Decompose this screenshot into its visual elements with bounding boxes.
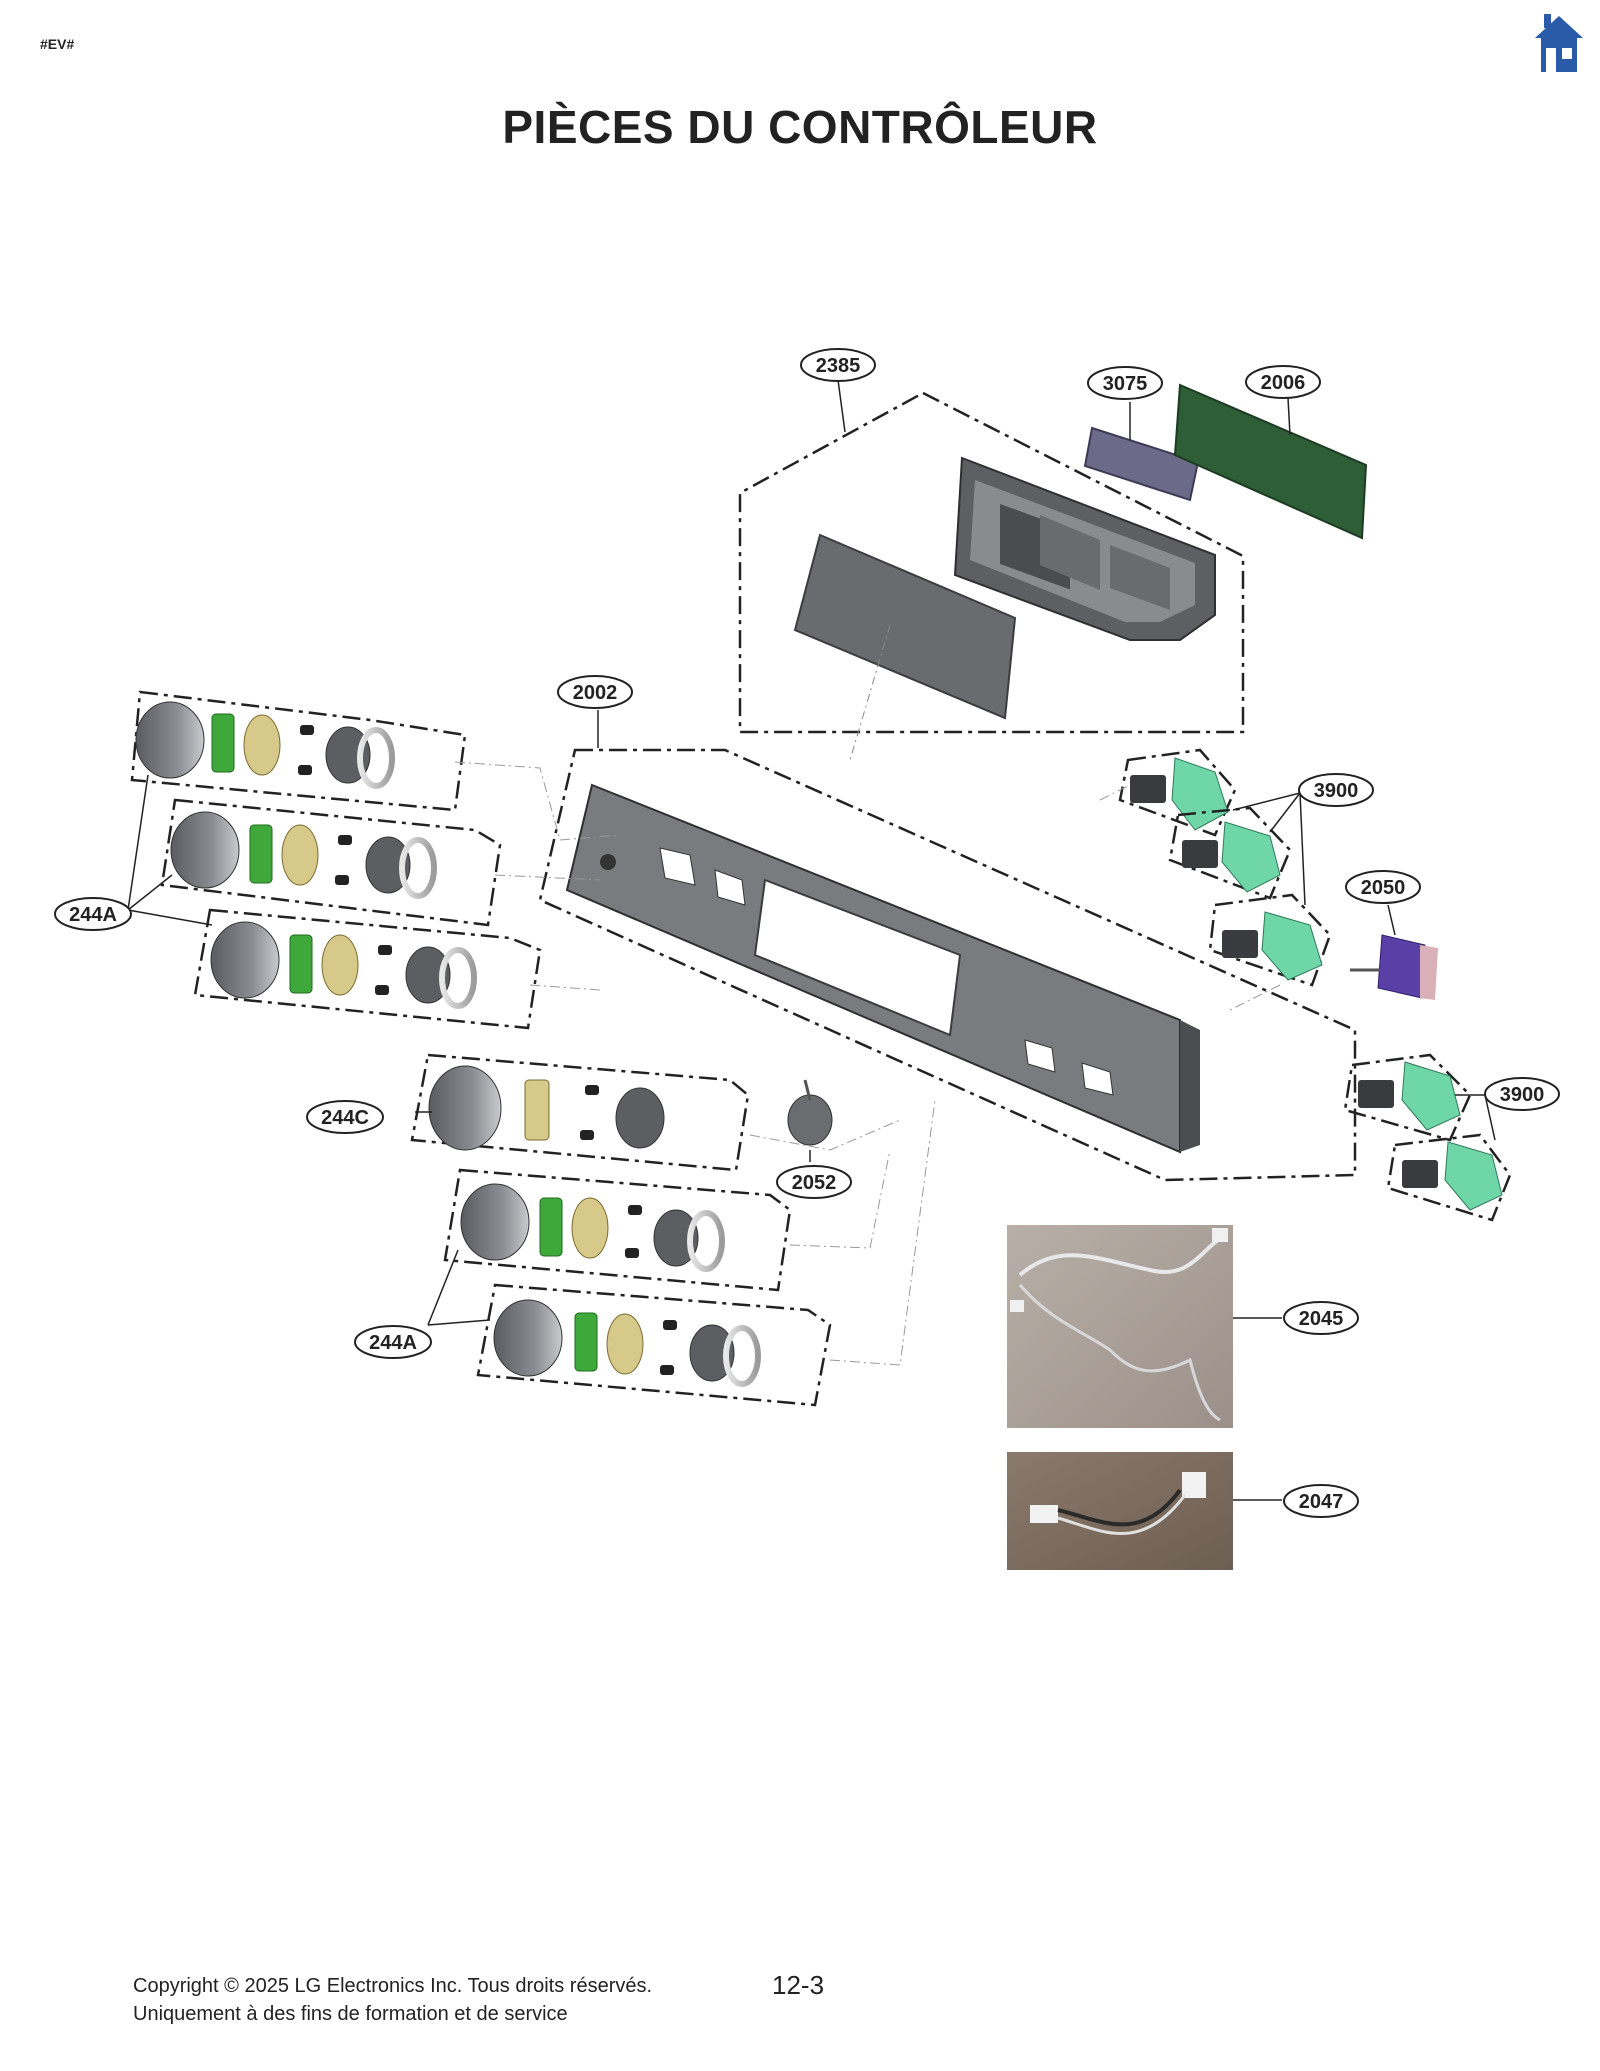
knob-assembly-1 <box>130 690 467 812</box>
callout-3075: 3075 <box>1087 366 1163 400</box>
callout-3900-upper: 3900 <box>1298 773 1374 807</box>
wire-harness-2045-photo <box>1007 1225 1282 1428</box>
svg-text:2047: 2047 <box>1299 1491 1344 1513</box>
control-panel-2002 <box>565 783 1200 1154</box>
knob-assembly-4 <box>443 1168 792 1292</box>
copyright-text: Copyright © 2025 LG Electronics Inc. Tou… <box>133 1975 653 1997</box>
svg-text:244A: 244A <box>369 1332 417 1354</box>
svg-text:3900: 3900 <box>1314 780 1359 802</box>
svg-text:2052: 2052 <box>792 1172 837 1194</box>
callout-2385: 2385 <box>800 348 876 382</box>
document-tag: #EV# <box>40 36 75 52</box>
svg-text:2050: 2050 <box>1361 877 1406 899</box>
callout-2050: 2050 <box>1345 870 1421 904</box>
assembly-guide-lines <box>454 761 1281 1366</box>
svg-text:2045: 2045 <box>1299 1308 1344 1330</box>
svg-text:2385: 2385 <box>816 355 861 377</box>
svg-text:244C: 244C <box>321 1107 369 1129</box>
callout-2047: 2047 <box>1283 1484 1359 1518</box>
callout-2052: 2052 <box>776 1165 852 1199</box>
callout-244A-upper: 244A <box>54 897 132 931</box>
display-housing-group <box>738 379 1368 761</box>
display-module-3075 <box>1083 426 1200 502</box>
knob-assembly-244C <box>410 1053 750 1172</box>
callout-3900-lower: 3900 <box>1484 1077 1560 1111</box>
svg-text:244A: 244A <box>69 904 117 926</box>
part-2050 <box>1350 904 1438 1000</box>
callout-244C: 244C <box>306 1100 384 1134</box>
svg-text:2002: 2002 <box>573 682 618 704</box>
callout-2002: 2002 <box>557 675 633 709</box>
footer-copyright-block: Copyright © 2025 LG Electronics Inc. Tou… <box>133 1972 652 2028</box>
purpose-text: Uniquement à des fins de formation et de… <box>133 2003 568 2025</box>
knob-assembly-3 <box>193 908 542 1030</box>
knob-assembly-5 <box>476 1283 832 1407</box>
switch-group-3900-upper <box>1118 748 1332 987</box>
svg-text:3900: 3900 <box>1500 1084 1545 1106</box>
callout-244A-lower: 244A <box>354 1325 432 1359</box>
part-2052 <box>787 1079 833 1162</box>
knob-assembly-2 <box>160 798 502 927</box>
callout-2006: 2006 <box>1245 365 1321 399</box>
wire-harness-2047-photo <box>1007 1452 1282 1570</box>
callout-2045: 2045 <box>1283 1301 1359 1335</box>
svg-text:2006: 2006 <box>1261 372 1306 394</box>
page-number: 12-3 <box>772 1970 825 2000</box>
display-frame <box>953 456 1216 641</box>
display-window <box>793 533 1017 720</box>
switch-group-3900-lower <box>1343 1053 1512 1222</box>
pcb-2006 <box>1173 383 1368 540</box>
control-panel-group <box>538 710 1357 1182</box>
page-title: PIÈCES DU CONTRÔLEUR <box>502 101 1098 153</box>
svg-text:3075: 3075 <box>1103 373 1148 395</box>
home-icon[interactable] <box>1532 14 1586 76</box>
